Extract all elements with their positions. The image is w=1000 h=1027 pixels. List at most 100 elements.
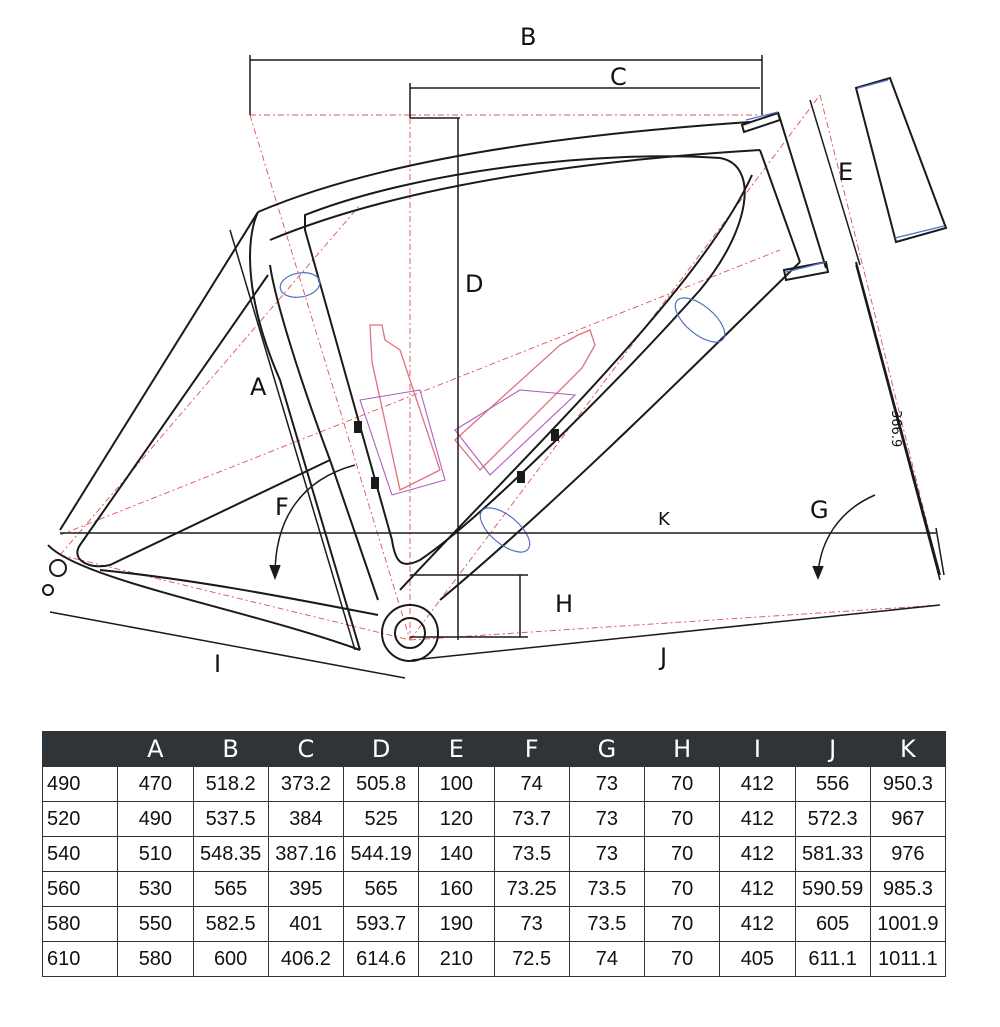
label-E: E	[838, 158, 853, 186]
column-header: A	[117, 731, 194, 767]
table-cell: 1001.9	[869, 906, 947, 942]
column-header	[41, 731, 119, 767]
column-header: E	[418, 731, 495, 767]
down-tube	[439, 261, 801, 601]
table-cell: 505.8	[342, 766, 420, 802]
chain-stay	[47, 544, 361, 651]
rear-dropout	[49, 559, 67, 577]
top-tube	[257, 121, 751, 213]
table-cell: 74	[568, 941, 646, 977]
table-cell: 580	[117, 941, 194, 977]
table-cell: 967	[869, 801, 947, 837]
bike-frame	[42, 76, 948, 662]
label-G: G	[810, 496, 829, 524]
frame-geometry-diagram: B C D E A F G K H I J 366.9	[42, 23, 948, 679]
table-cell: 160	[418, 871, 495, 907]
table-cell: 210	[418, 941, 495, 977]
table-cell: 530	[117, 871, 194, 907]
table-cell: 490	[117, 801, 194, 837]
table-cell: 590.59	[794, 871, 871, 907]
table-cell: 412	[719, 836, 796, 872]
table-cell: 401	[267, 906, 345, 942]
frame-size-cell: 540	[41, 836, 119, 872]
column-header: F	[493, 731, 570, 767]
table-cell: 611.1	[794, 941, 871, 977]
table-cell: 74	[493, 766, 570, 802]
label-H: H	[555, 590, 573, 618]
table-cell: 73	[568, 801, 646, 837]
table-cell: 565	[342, 871, 420, 907]
table-cell: 73.5	[568, 906, 646, 942]
frame-size-cell: 580	[41, 906, 119, 942]
table-cell: 120	[418, 801, 495, 837]
table-cell: 556	[794, 766, 871, 802]
tube-sections	[279, 79, 945, 553]
table-cell: 100	[418, 766, 495, 802]
table-cell: 73	[568, 766, 646, 802]
column-header: B	[192, 731, 269, 767]
table-cell: 412	[719, 766, 796, 802]
label-C: C	[610, 63, 627, 91]
table-cell: 1011.1	[869, 941, 947, 977]
table-cell: 70	[643, 801, 721, 837]
column-header: C	[267, 731, 345, 767]
water-bottle-seat-tube	[359, 324, 446, 496]
table-cell: 73.25	[493, 871, 570, 907]
frame-size-cell: 520	[41, 801, 119, 837]
table-cell: 73.5	[568, 871, 646, 907]
table-cell: 190	[418, 906, 495, 942]
column-header: H	[643, 731, 721, 767]
table-cell: 70	[643, 871, 721, 907]
column-header: G	[568, 731, 646, 767]
table-cell: 537.5	[192, 801, 269, 837]
table-cell: 73	[568, 836, 646, 872]
table-cell: 605	[794, 906, 871, 942]
dimension-lines	[49, 55, 945, 679]
column-header: I	[719, 731, 796, 767]
table-cell: 70	[643, 766, 721, 802]
label-fork-length: 366.9	[888, 410, 903, 447]
table-cell: 985.3	[869, 871, 947, 907]
bottom-bracket	[381, 604, 439, 662]
table-cell: 384	[267, 801, 345, 837]
label-J: J	[658, 643, 667, 671]
table-cell: 412	[719, 801, 796, 837]
table-cell: 581.33	[794, 836, 871, 872]
table-cell: 593.7	[342, 906, 420, 942]
table-cell: 412	[719, 871, 796, 907]
table-cell: 548.35	[192, 836, 269, 872]
table-cell: 387.16	[267, 836, 345, 872]
label-K: K	[658, 509, 671, 530]
column-header: K	[869, 731, 947, 767]
head-tube	[777, 111, 827, 269]
table-cell: 976	[869, 836, 947, 872]
table-cell: 510	[117, 836, 194, 872]
table-cell: 70	[643, 941, 721, 977]
table-cell: 373.2	[267, 766, 345, 802]
table-cell: 140	[418, 836, 495, 872]
table-cell: 70	[643, 836, 721, 872]
table-cell: 406.2	[267, 941, 345, 977]
table-cell: 405	[719, 941, 796, 977]
table-cell: 518.2	[192, 766, 269, 802]
table-cell: 73	[493, 906, 570, 942]
table-cell: 565	[192, 871, 269, 907]
seat-tube	[249, 211, 361, 651]
label-I: I	[214, 650, 221, 678]
table-cell: 470	[117, 766, 194, 802]
table-cell: 395	[267, 871, 345, 907]
construction-lines	[59, 94, 941, 641]
frame-size-cell: 560	[41, 871, 119, 907]
label-B: B	[520, 23, 536, 51]
table-cell: 572.3	[794, 801, 871, 837]
table-cell: 73.7	[493, 801, 570, 837]
table-cell: 544.19	[342, 836, 420, 872]
table-cell: 73.5	[493, 836, 570, 872]
